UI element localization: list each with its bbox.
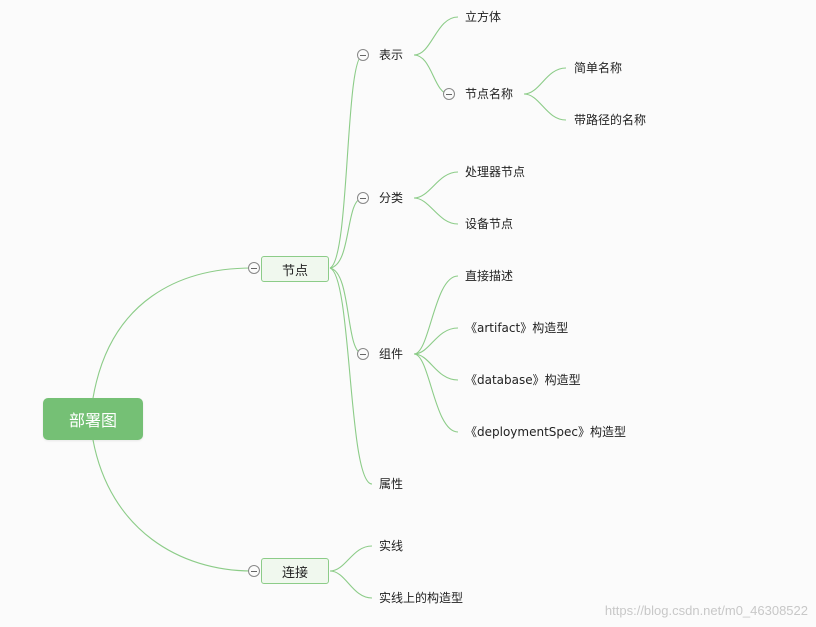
collapse-classify-toggle-icon[interactable] xyxy=(357,192,369,204)
connector-connect-solid xyxy=(329,545,373,572)
collapse-node-toggle-icon[interactable] xyxy=(248,262,260,274)
topic-path-name[interactable]: 带路径的名称 xyxy=(574,113,647,127)
topic-database-stereotype[interactable]: 《database》构造型 xyxy=(465,373,581,387)
topic-processor-node[interactable]: 处理器节点 xyxy=(465,165,526,179)
branch-node-node[interactable]: 节点 xyxy=(261,256,329,282)
root-label: 部署图 xyxy=(68,411,117,430)
connector-component-database xyxy=(413,353,459,381)
connector-connect-stereotype xyxy=(329,570,373,599)
connector-root-connect xyxy=(92,439,253,572)
connector-node-classify xyxy=(329,197,364,269)
connector-classify-device xyxy=(413,197,459,225)
connector-component-deployspec xyxy=(413,353,459,433)
connector-nodename-simple xyxy=(523,67,567,95)
collapse-connect-toggle-icon[interactable] xyxy=(248,565,260,577)
topic-represent[interactable]: 表示 xyxy=(379,48,404,62)
watermark-text: https://blog.csdn.net/m0_46308522 xyxy=(604,603,808,618)
connector-nodename-path xyxy=(523,93,567,121)
topic-direct-description[interactable]: 直接描述 xyxy=(465,269,514,283)
topic-component[interactable]: 组件 xyxy=(379,347,404,361)
connector-node-attribute xyxy=(329,267,373,485)
connector-represent-nodename xyxy=(413,54,450,95)
topic-simple-name[interactable]: 简单名称 xyxy=(574,61,623,75)
collapse-nodename-toggle-icon[interactable] xyxy=(443,88,455,100)
branch-node-connect[interactable]: 连接 xyxy=(261,558,329,584)
connector-classify-processor xyxy=(413,171,459,199)
connector-node-represent xyxy=(329,54,364,269)
collapse-component-toggle-icon[interactable] xyxy=(357,348,369,360)
topic-device-node[interactable]: 设备节点 xyxy=(465,217,514,231)
branch-node-node-label: 节点 xyxy=(281,263,308,279)
collapse-represent-toggle-icon[interactable] xyxy=(357,49,369,61)
root-node[interactable]: 部署图 xyxy=(43,398,143,440)
connector-component-artifact xyxy=(413,327,459,355)
topic-deploymentspec-stereotype[interactable]: 《deploymentSpec》构造型 xyxy=(465,425,626,439)
topic-classify[interactable]: 分类 xyxy=(379,191,404,205)
topic-cube[interactable]: 立方体 xyxy=(465,10,502,24)
topic-solid-line-stereotype[interactable]: 实线上的构造型 xyxy=(379,591,464,605)
topic-solid-line[interactable]: 实线 xyxy=(379,539,404,553)
connector-represent-cube xyxy=(413,16,459,56)
connector-component-direct xyxy=(413,275,459,355)
connector-root-node xyxy=(92,267,253,399)
branch-node-connect-label: 连接 xyxy=(281,565,308,581)
topic-node-name[interactable]: 节点名称 xyxy=(465,87,514,101)
topic-artifact-stereotype[interactable]: 《artifact》构造型 xyxy=(465,321,569,335)
topic-attribute[interactable]: 属性 xyxy=(379,477,404,491)
